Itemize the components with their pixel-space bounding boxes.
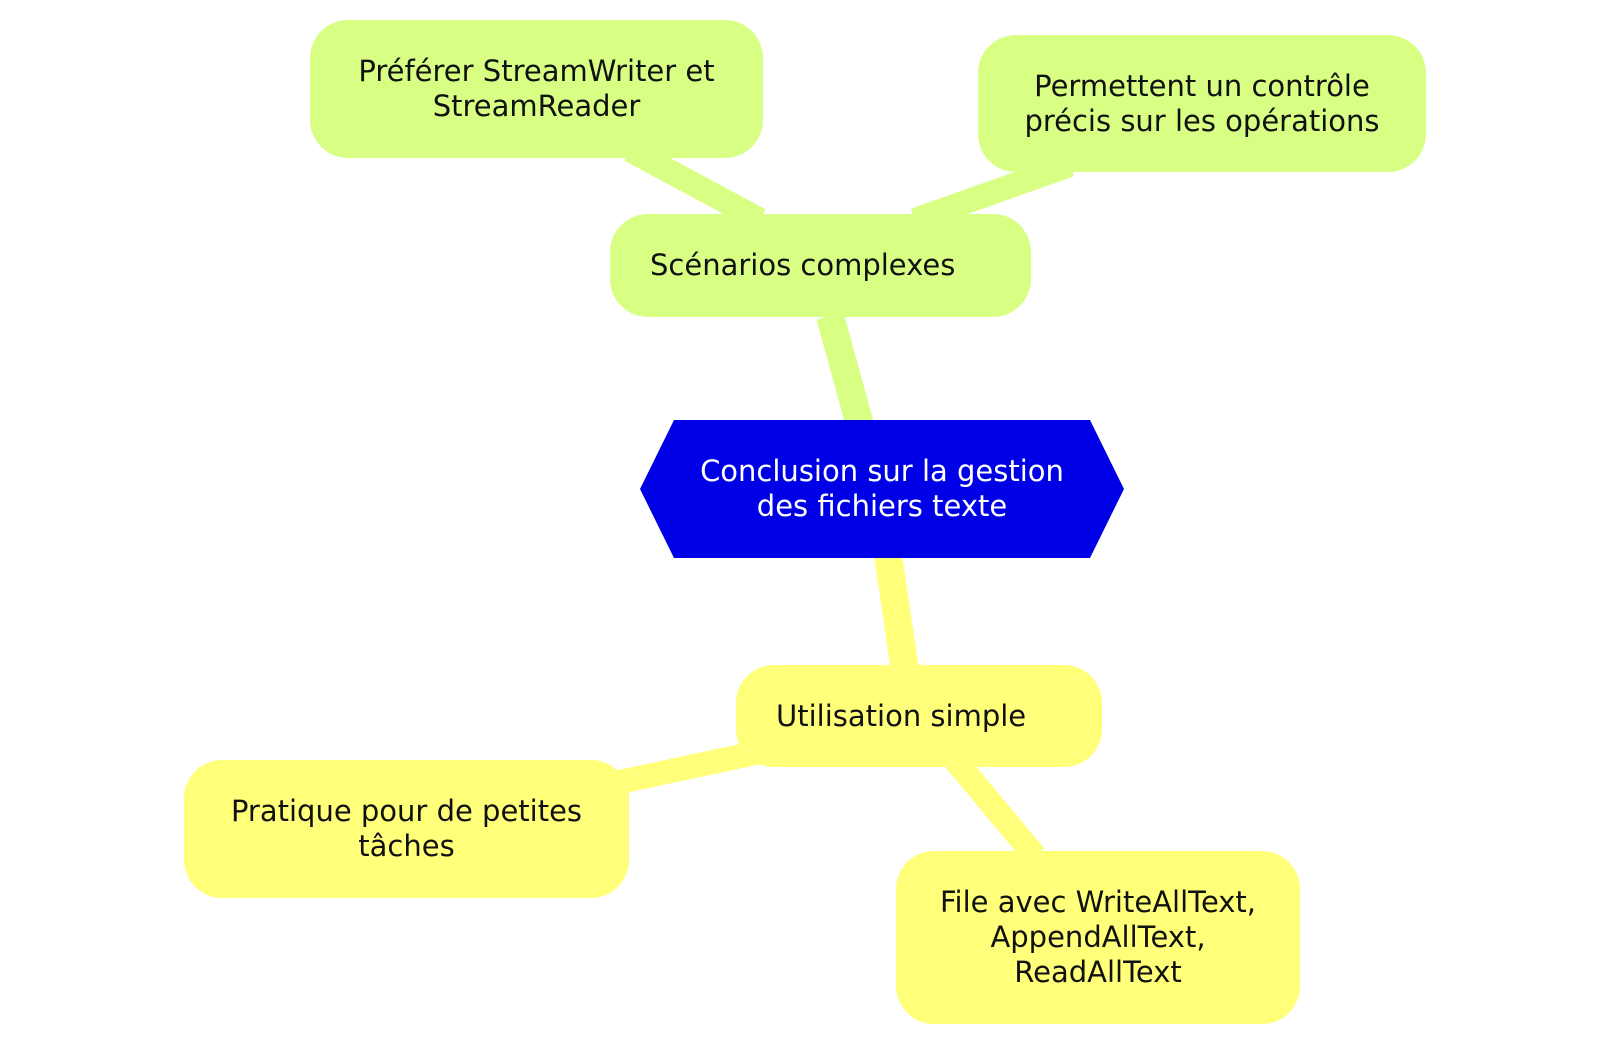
node-file-methods[interactable]: File avec WriteAllText, AppendAllText, R… — [896, 851, 1300, 1024]
edge-root-to-scenarios-complexes — [816, 312, 874, 429]
root-node-conclusion[interactable]: Conclusion sur la gestion des fichiers t… — [640, 420, 1124, 558]
node-label: Pratique pour de petites tâches — [230, 794, 583, 863]
node-label: Utilisation simple — [776, 698, 1027, 733]
edge-scenarios-to-permettent — [910, 153, 1075, 232]
node-preferer-streamwriter[interactable]: Préférer StreamWriter et StreamReader — [310, 20, 763, 158]
node-utilisation-simple[interactable]: Utilisation simple — [736, 665, 1102, 767]
node-scenarios-complexes[interactable]: Scénarios complexes — [610, 214, 1031, 317]
hexagon-shape — [640, 420, 1124, 558]
node-permettent-controle[interactable]: Permettent un contrôle précis sur les op… — [978, 35, 1426, 172]
root-label: Conclusion sur la gestion des fichiers t… — [700, 454, 1064, 523]
edge-simple-to-file — [945, 752, 1045, 864]
edge-simple-to-pratique — [612, 740, 763, 795]
edge-root-to-utilisation-simple — [874, 552, 919, 673]
node-label: File avec WriteAllText, AppendAllText, R… — [939, 885, 1257, 989]
node-pratique-petites-taches[interactable]: Pratique pour de petites tâches — [184, 760, 629, 898]
node-label: Préférer StreamWriter et StreamReader — [358, 54, 715, 123]
edge-scenarios-to-preferer — [624, 139, 766, 231]
node-label: Scénarios complexes — [650, 248, 956, 282]
node-label: Permettent un contrôle précis sur les op… — [1024, 68, 1380, 138]
